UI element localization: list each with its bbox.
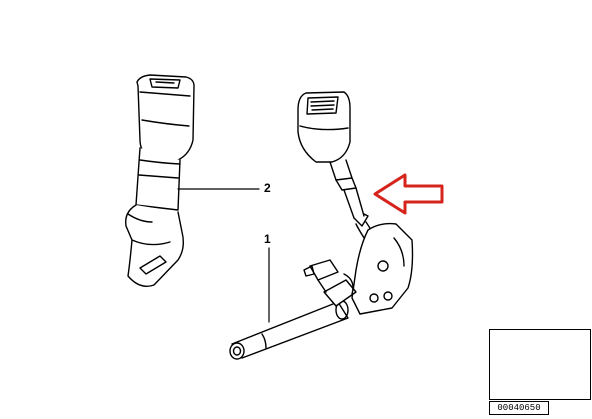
callout-label-2: 2 <box>264 181 271 195</box>
callout-label-1: 1 <box>264 232 271 246</box>
seat-belt-buckle-part-1 <box>229 91 414 360</box>
indicator-arrow-icon <box>373 173 444 215</box>
diagram-code-label: 00040650 <box>489 401 549 415</box>
vehicle-thumbnail-frame <box>489 329 591 400</box>
seat-belt-buckle-part-2 <box>125 74 195 288</box>
